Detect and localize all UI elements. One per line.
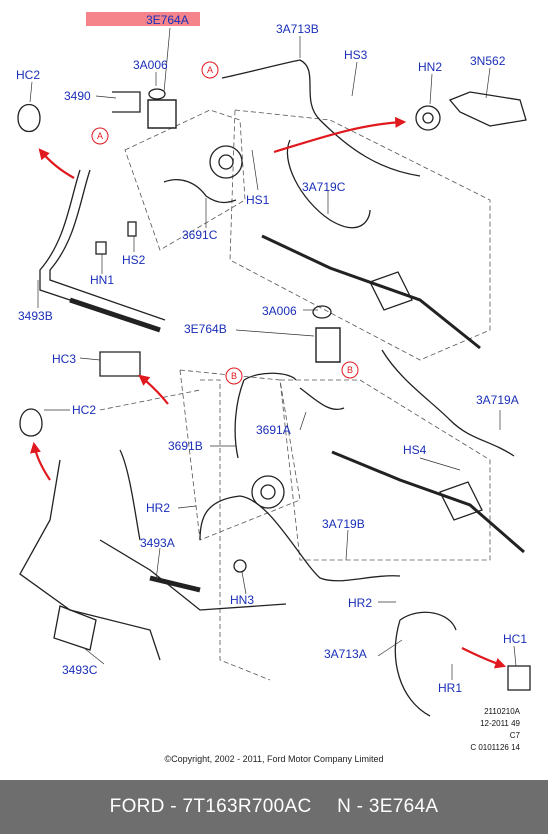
- callout-a1: A: [207, 65, 213, 75]
- highlight-marker: [86, 12, 200, 26]
- label-hc3: HC3: [52, 352, 77, 366]
- label-hr2-left: HR2: [146, 501, 171, 515]
- label-hs4: HS4: [403, 443, 427, 457]
- callout-b1: B: [231, 371, 237, 381]
- copyright-notice: ©Copyright, 2002 - 2011, Ford Motor Comp…: [164, 754, 384, 764]
- label-3691a: 3691A: [256, 423, 291, 437]
- label-3493a: 3493A: [140, 536, 175, 550]
- label-3a713a: 3A713A: [324, 647, 367, 661]
- reference-block: 2110210A 12-2011 49 C7 C 0101126 14: [440, 706, 520, 754]
- reference-line-1: 2110210A: [484, 707, 520, 716]
- label-3691c: 3691C: [182, 228, 218, 242]
- label-3n562: 3N562: [470, 54, 506, 68]
- label-3a006-mid: 3A006: [262, 304, 297, 318]
- label-3493c: 3493C: [62, 663, 98, 677]
- callout-a2: A: [97, 131, 103, 141]
- label-3a719b: 3A719B: [322, 517, 365, 531]
- footer-bar: FORD - 7T163R700AC N - 3E764A: [0, 780, 548, 834]
- reference-line-3: C7: [509, 731, 520, 740]
- label-hc1: HC1: [503, 632, 528, 646]
- reference-line-4: C 0101126 14: [470, 743, 520, 752]
- callout-b2: B: [347, 365, 353, 375]
- power-steering-diagram: A A B B: [17, 27, 531, 717]
- label-3e764b: 3E764B: [184, 322, 227, 336]
- label-3a719a: 3A719A: [476, 393, 519, 407]
- label-hr1: HR1: [438, 681, 463, 695]
- reference-line-2: 12-2011 49: [480, 719, 520, 728]
- label-hn3: HN3: [230, 593, 255, 607]
- label-hn2: HN2: [418, 60, 443, 74]
- label-hs2: HS2: [122, 253, 146, 267]
- label-hs3: HS3: [344, 48, 368, 62]
- label-hc2-mid: HC2: [72, 403, 97, 417]
- label-3a006-top: 3A006: [133, 58, 168, 72]
- label-3e764a-top: 3E764A: [146, 13, 189, 27]
- label-hs1: HS1: [246, 193, 270, 207]
- footer-part-number: FORD - 7T163R700AC: [109, 796, 312, 817]
- label-hc2-top: HC2: [16, 68, 41, 82]
- label-hr2-right: HR2: [348, 596, 373, 610]
- label-3493b: 3493B: [18, 309, 53, 323]
- label-3490: 3490: [64, 89, 91, 103]
- label-3a713b: 3A713B: [276, 22, 319, 36]
- label-hn1: HN1: [90, 273, 115, 287]
- footer-item-number: N - 3E764A: [337, 796, 439, 817]
- label-3a719c: 3A719C: [302, 180, 346, 194]
- label-3691b: 3691B: [168, 439, 203, 453]
